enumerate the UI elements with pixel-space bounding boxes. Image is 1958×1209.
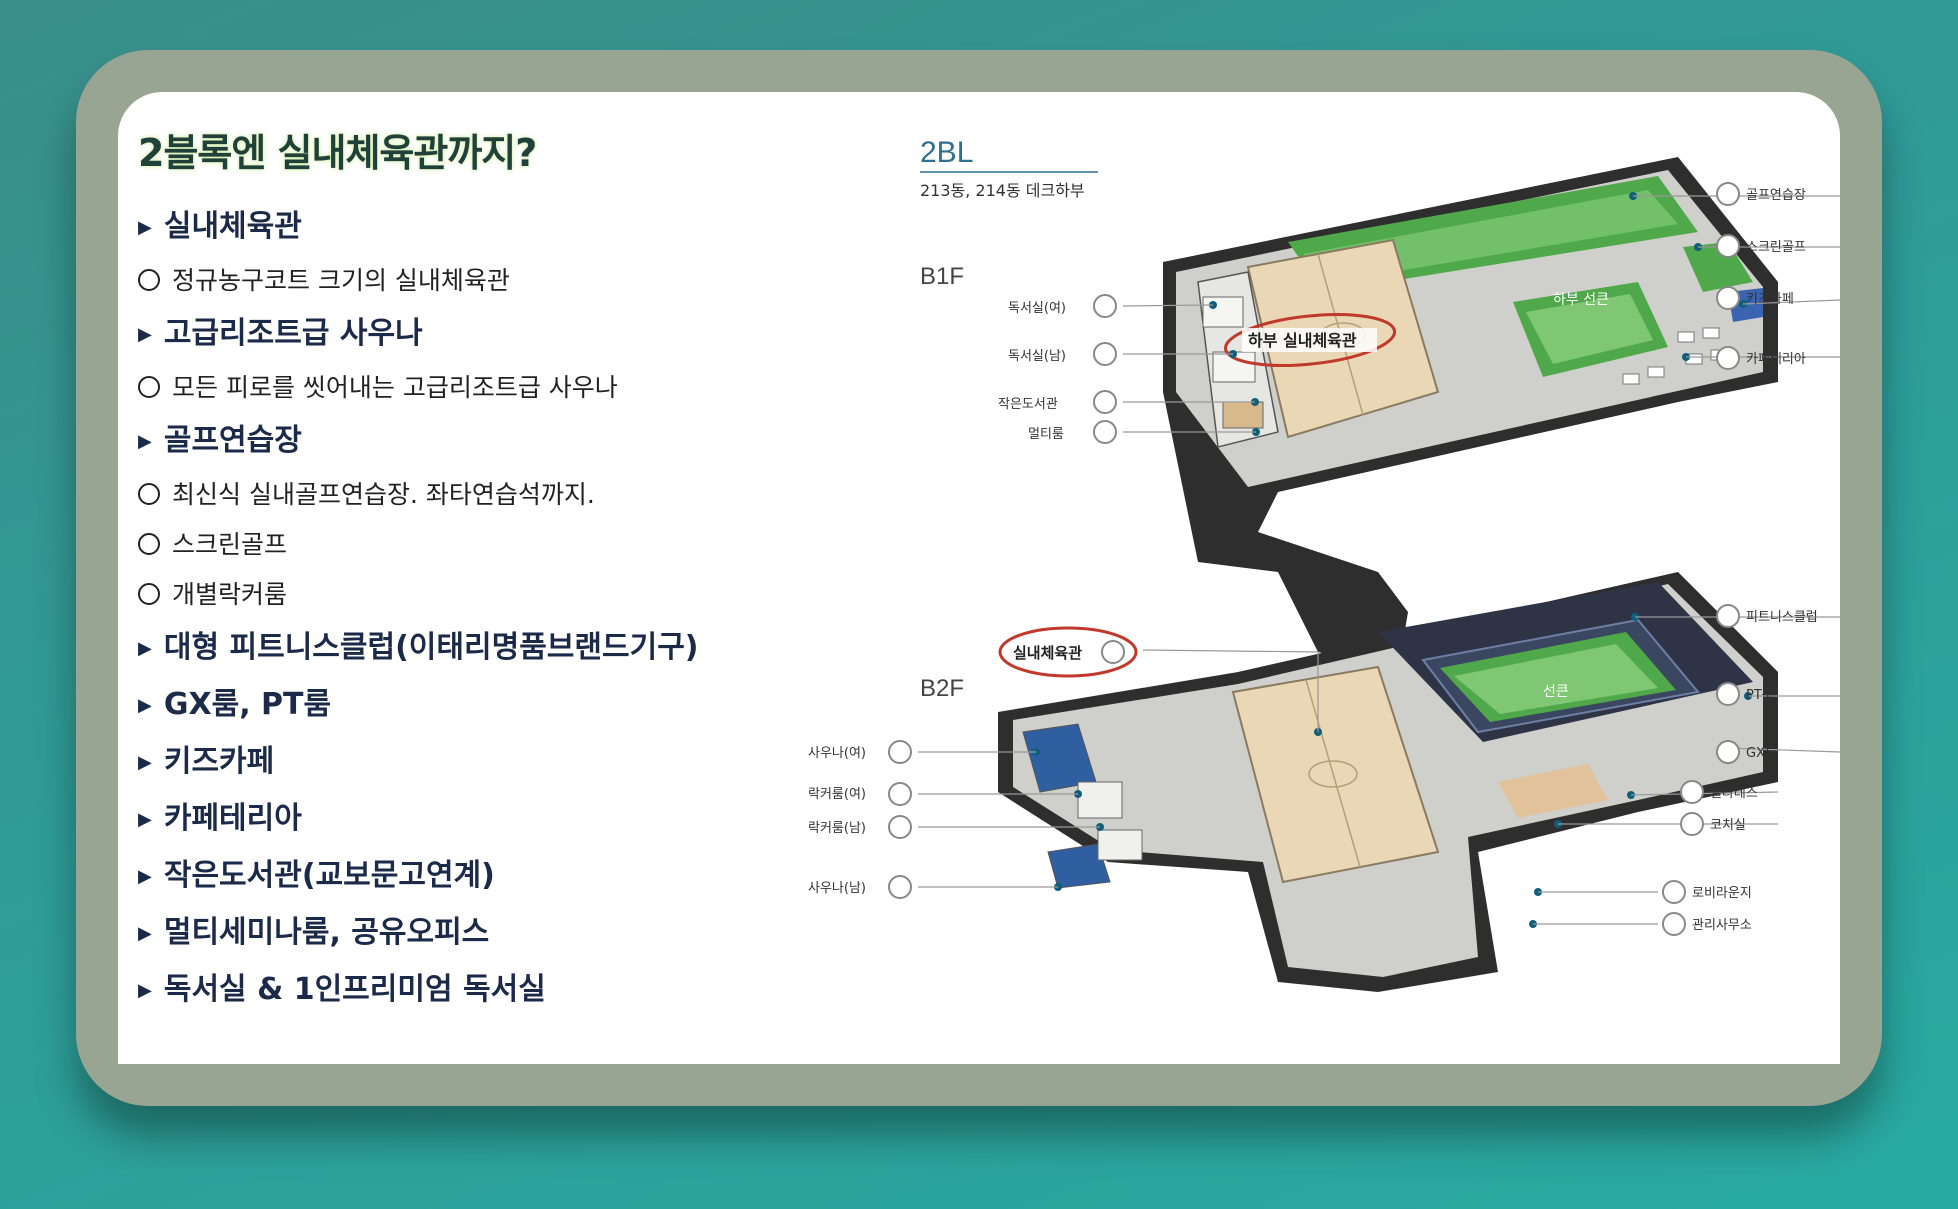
feature-heading: ▶ 고급리조트급 사우나: [138, 306, 778, 363]
feature-text: 고급리조트급 사우나: [163, 316, 423, 351]
feature-heading: ▶ 키즈카페: [138, 734, 778, 791]
feature-text: 작은도서관(교보문고연계): [163, 858, 495, 893]
feature-heading: ▶ GX룸, PT룸: [138, 677, 778, 734]
b1-gym-highlight: 하부 실내체육관: [1248, 331, 1357, 350]
b2-plan: 선큰: [918, 572, 1840, 992]
feature-text: GX룸, PT룸: [163, 687, 332, 722]
buildings-label: 213동, 214동 데크하부: [920, 181, 1085, 200]
bullet-triangle-icon: ▶: [138, 431, 152, 452]
feature-text: 정규농구코트 크기의 실내체육관: [172, 266, 510, 295]
bullet-triangle-icon: ▶: [138, 866, 152, 887]
b1-sunken-label: 하부 선큰: [1553, 292, 1609, 308]
floor-plan-illustration: 2BL 213동, 214동 데크하부 B1F B2F: [808, 136, 1840, 992]
bullet-triangle-icon: ▶: [138, 695, 152, 716]
bullet-circle-icon: [138, 533, 160, 555]
feature-text: 멀티세미나룸, 공유오피스: [163, 915, 490, 950]
bullet-triangle-icon: ▶: [138, 752, 152, 773]
floor-plan: 2BL 213동, 214동 데크하부 B1F B2F: [778, 92, 1840, 1064]
bullet-triangle-icon: ▶: [138, 638, 152, 659]
feature-text: 최신식 실내골프연습장. 좌타연습석까지.: [172, 480, 595, 509]
page-title: 2블록엔 실내체육관까지?: [138, 131, 537, 175]
b1-plan: 하부 선큰 하부 실내체육관: [1122, 157, 1840, 672]
feature-text: 스크린골프: [172, 530, 288, 559]
feature-text: 키즈카페: [163, 744, 275, 779]
b2-label-2: 락커룸(여): [808, 787, 866, 802]
feature-heading: ▶ 멀티세미나룸, 공유오피스: [138, 905, 778, 962]
feature-text: 실내체육관: [163, 209, 302, 244]
b2-label-3: 락커룸(남): [808, 821, 866, 836]
b1-label-4: 멀티룸: [1028, 427, 1064, 442]
bullet-circle-icon: [138, 269, 160, 291]
floor-b2-label: B2F: [920, 675, 964, 702]
b1-label-3: 작은도서관: [998, 397, 1058, 412]
b2-label-lobby: 로비라운지: [1692, 886, 1752, 901]
bullet-circle-icon: [138, 483, 160, 505]
b2-label-4: 사우나(남): [808, 881, 866, 896]
feature-heading: ▶ 작은도서관(교보문고연계): [138, 848, 778, 905]
b1-label-1: 독서실(여): [1008, 301, 1066, 316]
feature-heading: ▶ 실내체육관: [138, 199, 778, 256]
b2-gym-highlight: 실내체육관: [1013, 644, 1082, 662]
bullet-triangle-icon: ▶: [138, 980, 152, 1001]
feature-text: 골프연습장: [163, 423, 302, 458]
feature-text: 대형 피트니스클럽(이태리명품브랜드기구): [163, 630, 699, 665]
feature-detail: 모든 피로를 씻어내는 고급리조트급 사우나: [138, 363, 778, 413]
feature-heading: ▶ 대형 피트니스클럽(이태리명품브랜드기구): [138, 620, 778, 677]
feature-text: 모든 피로를 씻어내는 고급리조트급 사우나: [172, 373, 618, 402]
feature-heading: ▶ 카페테리아: [138, 791, 778, 848]
bullet-circle-icon: [138, 583, 160, 605]
bullet-triangle-icon: ▶: [138, 217, 152, 238]
b2-label-1: 사우나(여): [808, 746, 866, 761]
feature-text: 카페테리아: [163, 801, 302, 836]
feature-heading: ▶ 골프연습장: [138, 413, 778, 470]
feature-detail: 최신식 실내골프연습장. 좌타연습석까지.: [138, 470, 778, 520]
feature-heading: ▶ 독서실 & 1인프리미엄 독서실: [138, 962, 778, 1019]
block-label: 2BL: [920, 136, 973, 169]
feature-detail: 스크린골프: [138, 520, 778, 570]
b2-sunken-label: 선큰: [1543, 684, 1569, 700]
bullet-triangle-icon: ▶: [138, 324, 152, 345]
b2-label-office: 관리사무소: [1692, 918, 1752, 933]
bullet-triangle-icon: ▶: [138, 923, 152, 944]
bullet-circle-icon: [138, 376, 160, 398]
feature-detail: 개별락커룸: [138, 570, 778, 620]
feature-text: 독서실 & 1인프리미엄 독서실: [163, 972, 546, 1007]
feature-detail: 정규농구코트 크기의 실내체육관: [138, 256, 778, 306]
floor-b1-label: B1F: [920, 263, 964, 290]
bullet-triangle-icon: ▶: [138, 809, 152, 830]
feature-text: 개별락커룸: [172, 580, 288, 609]
b1-label-2: 독서실(남): [1008, 349, 1066, 364]
